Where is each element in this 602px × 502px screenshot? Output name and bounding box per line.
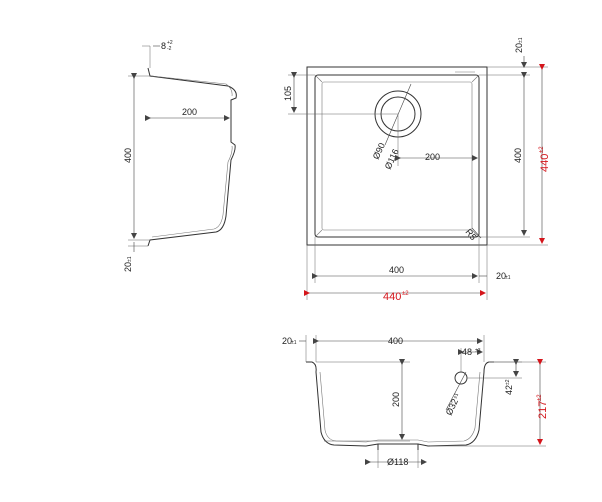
top-outer-width-tol: ±2	[402, 291, 409, 297]
section-drain-dia-label: Ø118	[387, 457, 408, 467]
side-bottom-flange-label: 20	[123, 262, 133, 272]
top-drain-offset-200-label: 200	[425, 152, 440, 162]
top-inner-basin	[314, 74, 480, 238]
top-inner-height-400-label: 400	[513, 148, 523, 163]
top-outer-width-label: 440	[383, 291, 401, 303]
section-profile-inner	[319, 371, 481, 443]
side-profile-inner	[151, 75, 233, 238]
top-rim-tol: ±1	[518, 37, 524, 43]
top-outer-rim	[306, 66, 488, 246]
side-bottom-flange-tol: ±1	[127, 256, 133, 262]
section-rim-left-label: 20	[282, 336, 292, 346]
top-corner-radius-label: R5	[463, 227, 478, 242]
section-overflow-offset-label: 48	[462, 347, 472, 357]
side-profile-outer	[147, 67, 237, 247]
top-rim-label: 20	[514, 43, 524, 53]
section-view: Ø32 ±1 20 ±1 400 48 ±3 200 42 ±2 217 ±2	[282, 335, 549, 468]
top-offset-105-label: 105	[283, 86, 293, 101]
section-depth-200-label: 200	[391, 392, 401, 407]
section-overflow-offset-tol: ±3	[475, 348, 481, 354]
section-top-width-400-label: 400	[388, 336, 403, 346]
side-top-lip-tol-plus: +2	[167, 40, 173, 46]
section-total-depth-label: 217	[537, 401, 549, 419]
section-total-depth-tol: ±2	[537, 394, 543, 401]
section-rim-left-tol: ±1	[291, 340, 297, 346]
top-outer-height-tol: ±2	[539, 146, 545, 153]
section-profile-outer	[306, 361, 494, 447]
side-height-400-label: 400	[123, 148, 133, 163]
section-overflow-height-label: 42	[504, 385, 514, 395]
section-overflow-height-tol: ±2	[505, 379, 511, 385]
side-top-lip-label: 8	[161, 41, 166, 51]
top-outer-height-label: 440	[539, 154, 551, 172]
drain-inner-dia-label: Ø90	[371, 141, 387, 161]
side-width-200-label: 200	[182, 107, 197, 117]
side-view: 8 +2 -2 200 400 20 ±1	[123, 40, 237, 272]
top-rim-right-tol: ±1	[505, 275, 511, 281]
section-overflow-dia-tol: ±1	[452, 392, 460, 400]
top-rim-right-label: 20	[496, 271, 506, 281]
top-inner-width-400-label: 400	[389, 265, 404, 275]
side-top-lip-tol-minus: -2	[167, 46, 172, 52]
top-view: Ø116 Ø90 105 200 20 ±1 400 440 ±2 R5 400	[283, 37, 551, 303]
